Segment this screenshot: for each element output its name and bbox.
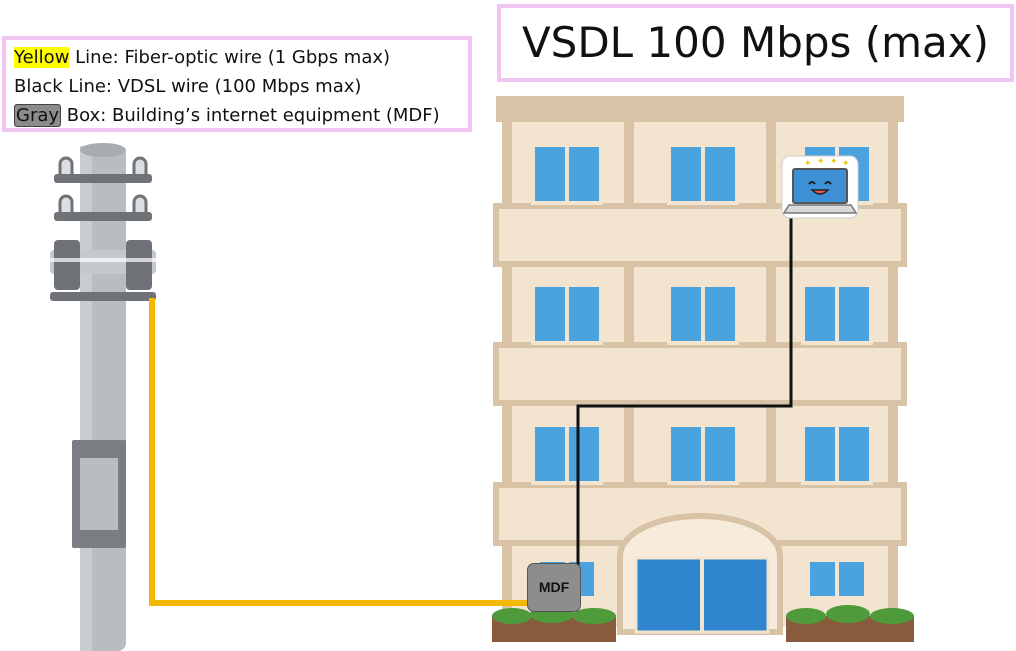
- legend-mdf-line: Gray Box: Building’s internet equipment …: [14, 102, 468, 131]
- yellow-highlight: Yellow: [14, 47, 70, 68]
- vdsl-line: [576, 214, 793, 565]
- legend-fiber-text: Line: Fiber-optic wire (1 Gbps max): [69, 47, 391, 68]
- svg-text:✦: ✦: [842, 159, 850, 169]
- legend-vdsl-line: Black Line: VDSL wire (100 Mbps max): [14, 76, 362, 97]
- svg-text:✦: ✦: [817, 157, 825, 167]
- fiber-optic-line: [149, 298, 528, 606]
- mdf-label: MDF: [538, 579, 570, 595]
- svg-text:✦: ✦: [804, 159, 812, 169]
- mdf-box: MDF: [527, 563, 581, 612]
- legend-box: Yellow Line: Fiber-optic wire (1 Gbps ma…: [2, 36, 472, 132]
- utility-pole-icon: [50, 143, 156, 651]
- legend-fiber-line: Yellow Line: Fiber-optic wire (1 Gbps ma…: [14, 44, 468, 73]
- gray-highlight: Gray: [14, 104, 62, 127]
- title-box: VSDL 100 Mbps (max): [497, 4, 1014, 82]
- svg-text:✦: ✦: [830, 157, 838, 167]
- legend-mdf-text: Box: Building’s internet equipment (MDF): [61, 105, 440, 126]
- smiling-laptop-icon: ✦ ✦ ✦ ✦: [781, 155, 859, 219]
- apartment-building-icon: [492, 96, 914, 642]
- diagram-title: VSDL 100 Mbps (max): [521, 18, 990, 67]
